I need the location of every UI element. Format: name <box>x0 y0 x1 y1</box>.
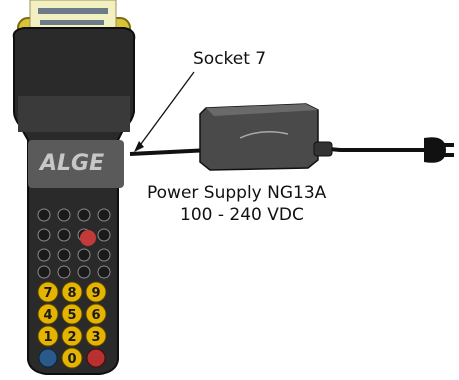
key-6[interactable]: 6 <box>85 303 107 325</box>
cable-psu-to-plug <box>317 146 432 152</box>
socket-arrowhead <box>134 141 144 152</box>
key-left-blue[interactable] <box>38 348 58 368</box>
key-2[interactable]: 2 <box>61 325 83 347</box>
key-3[interactable]: 3 <box>85 325 107 347</box>
svg-text:6: 6 <box>91 308 100 323</box>
svg-text:8: 8 <box>67 286 76 301</box>
svg-text:0: 0 <box>67 352 76 367</box>
mains-plug <box>424 137 454 163</box>
key-5[interactable]: 5 <box>61 303 83 325</box>
svg-text:2: 2 <box>67 330 76 345</box>
key-8[interactable]: 8 <box>61 281 83 303</box>
digit-keypad: 7 8 9 4 5 6 1 2 3 0 <box>37 281 107 369</box>
svg-text:9: 9 <box>91 286 100 301</box>
key-right-red[interactable] <box>86 348 106 368</box>
socket-label: Socket 7 <box>193 49 267 69</box>
key-0[interactable]: 0 <box>61 347 83 369</box>
power-supply-voltage-label: 100 - 240 VDC <box>180 205 304 225</box>
key-1[interactable]: 1 <box>37 325 59 347</box>
key-9[interactable]: 9 <box>85 281 107 303</box>
svg-text:3: 3 <box>91 330 100 345</box>
power-supply-name-label: Power Supply NG13A <box>147 183 327 203</box>
brand-logo: ALGE <box>38 151 104 176</box>
svg-text:5: 5 <box>67 308 76 323</box>
socket-leader-line <box>137 71 195 149</box>
svg-text:4: 4 <box>43 308 52 323</box>
power-supply <box>199 103 319 171</box>
key-4[interactable]: 4 <box>37 303 59 325</box>
svg-text:7: 7 <box>43 286 52 301</box>
key-7[interactable]: 7 <box>37 281 59 303</box>
svg-text:1: 1 <box>43 330 52 345</box>
cable-device-to-psu <box>129 148 211 156</box>
